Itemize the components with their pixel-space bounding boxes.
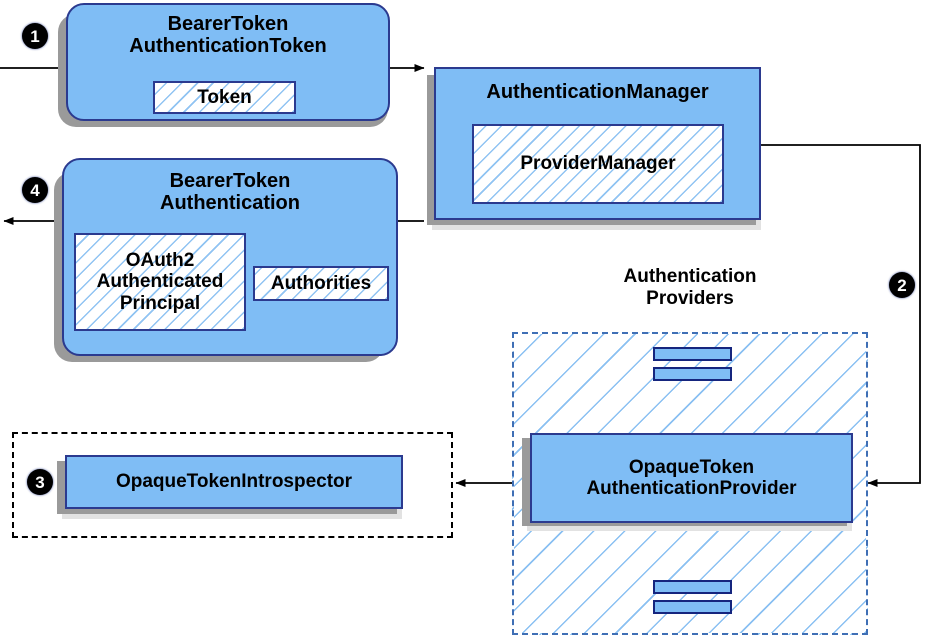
- authorities-box: Authorities: [253, 266, 389, 301]
- oauth2-authenticated-principal-box: OAuth2 Authenticated Principal: [74, 233, 246, 331]
- badge-step-2: 2: [889, 272, 915, 298]
- interface-bar-top-1: [653, 347, 732, 361]
- opaque-token-introspector-title: OpaqueTokenIntrospector: [115, 471, 353, 493]
- authorities-label: Authorities: [270, 272, 372, 294]
- provider-manager-label: ProviderManager: [520, 153, 676, 175]
- oauth2-authenticated-principal-label: OAuth2 Authenticated Principal: [96, 250, 224, 314]
- bearer-token-authentication-token-title: BearerToken AuthenticationToken: [129, 13, 327, 58]
- bearer-token-authentication[interactable]: BearerToken Authentication OAuth2 Authen…: [62, 158, 398, 356]
- interface-bar-bottom-1: [653, 580, 732, 594]
- interface-bar-bottom-2: [653, 600, 732, 614]
- bearer-token-authentication-title: BearerToken Authentication: [160, 170, 300, 215]
- badge-step-1: 1: [22, 23, 48, 49]
- opaque-token-introspector[interactable]: OpaqueTokenIntrospector: [65, 455, 403, 509]
- opaque-token-authentication-provider-title: OpaqueToken AuthenticationProvider: [586, 456, 797, 499]
- bearer-token-authentication-token[interactable]: BearerToken AuthenticationToken Token: [66, 3, 390, 121]
- authentication-providers-label: Authentication Providers: [623, 266, 757, 309]
- authentication-manager-title: AuthenticationManager: [486, 81, 709, 103]
- badge-step-3: 3: [27, 469, 53, 495]
- token-inner-box: Token: [153, 81, 296, 114]
- opaque-token-authentication-provider[interactable]: OpaqueToken AuthenticationProvider: [530, 433, 853, 523]
- token-inner-label: Token: [197, 86, 252, 108]
- provider-manager-inner-box: ProviderManager: [472, 124, 724, 204]
- badge-step-4: 4: [22, 177, 48, 203]
- authentication-manager[interactable]: AuthenticationManager ProviderManager: [434, 67, 761, 220]
- interface-bar-top-2: [653, 367, 732, 381]
